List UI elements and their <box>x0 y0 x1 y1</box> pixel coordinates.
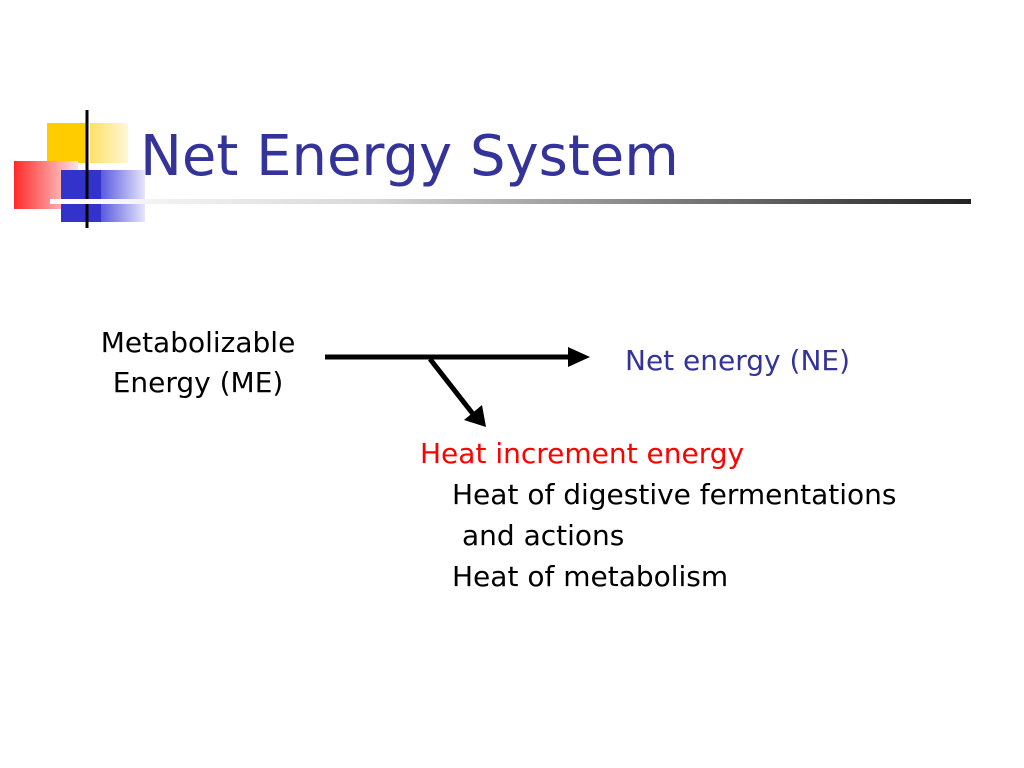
branch-arrowhead <box>464 405 486 427</box>
heat-increment-title: Heat increment energy <box>420 437 745 470</box>
yellow-fade-square <box>90 123 128 163</box>
yellow-square <box>47 123 87 163</box>
heat-item-digestive: Heat of digestive fermentations <box>452 478 897 511</box>
main-arrowhead <box>568 347 590 367</box>
slide-title: Net Energy System <box>140 124 679 189</box>
metabolizable-energy-label: Metabolizable Energy (ME) <box>80 323 316 403</box>
me-line-1: Metabolizable <box>100 326 296 359</box>
blue-fade-square <box>101 170 145 222</box>
decorative-squares <box>14 110 145 228</box>
heat-item-metabolism: Heat of metabolism <box>452 560 729 593</box>
heat-item-actions: and actions <box>462 519 625 552</box>
blue-square <box>61 170 101 222</box>
me-line-2: Energy (ME) <box>112 366 284 399</box>
net-energy-label: Net energy (NE) <box>625 344 850 377</box>
branch-arrow-line <box>428 357 475 416</box>
